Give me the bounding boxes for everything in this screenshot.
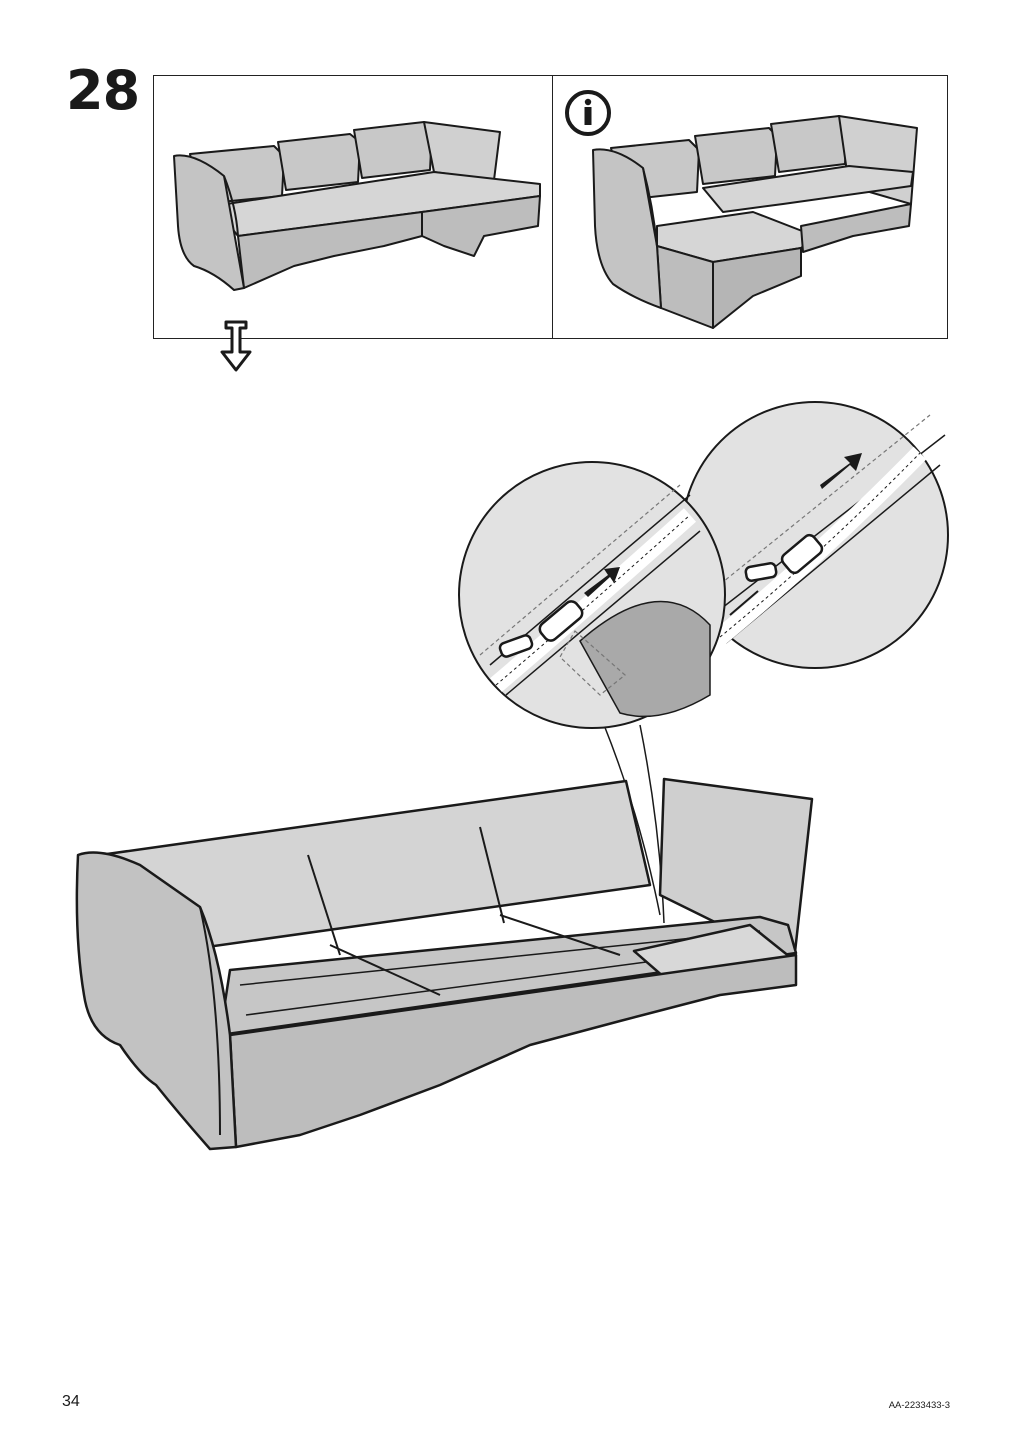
zipper-close-detail-icon [681,401,949,669]
sofa-frame-illustration [60,395,960,1165]
sofa-variant-panel-left [153,75,553,339]
step-number: 28 [66,59,140,122]
info-icon [565,90,611,136]
sofa-with-chaise-left-icon [592,115,918,329]
sofa-variant-panel-right [552,75,948,339]
document-code: AA-2233433-3 [888,1400,950,1411]
sofa-with-chaise-right-icon [173,121,541,291]
zipper-open-detail-icon [458,461,726,729]
arrow-down-icon [220,320,252,372]
sofa-frame-icon [75,777,814,1151]
page-number: 34 [62,1393,80,1410]
